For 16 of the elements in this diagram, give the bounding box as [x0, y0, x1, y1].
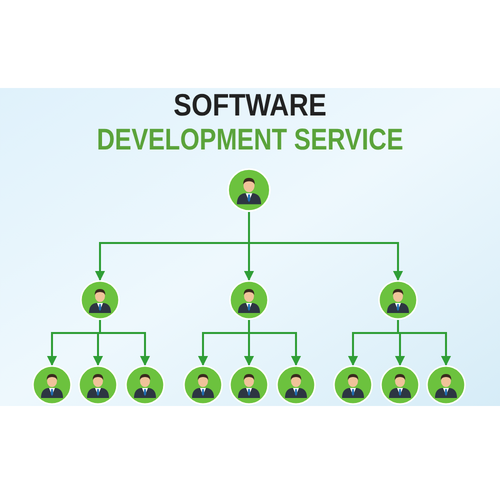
person-icon — [78, 365, 118, 405]
person-icon — [378, 280, 418, 320]
person-icon — [426, 365, 466, 405]
arrow — [99, 320, 150, 366]
person-icon — [32, 365, 72, 405]
person-icon — [229, 280, 269, 320]
person-icon — [380, 365, 420, 405]
person-icon — [183, 365, 223, 405]
person-icon — [229, 365, 269, 405]
title: SOFTWARE — [172, 88, 328, 124]
person-icon — [80, 280, 120, 320]
person-icon — [333, 365, 373, 405]
subtitle: DEVELOPMENT SERVICE — [96, 123, 404, 158]
person-icon — [276, 365, 316, 405]
person-icon — [227, 168, 271, 212]
person-icon — [125, 365, 165, 405]
